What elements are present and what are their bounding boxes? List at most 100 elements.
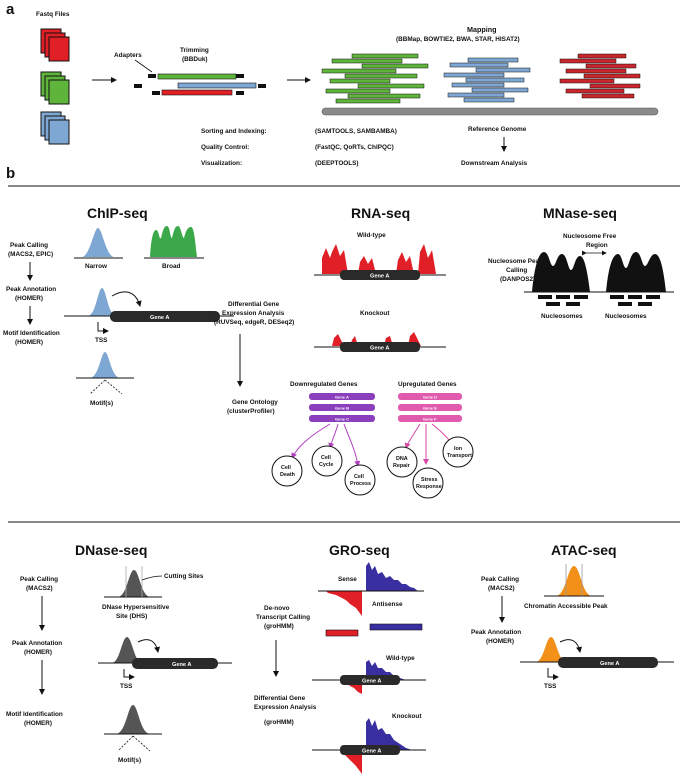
gro-ko-sense-reads [366, 718, 412, 750]
dnase-peak-annotation: Peak Annotation [12, 640, 62, 647]
narrow-label: Narrow [85, 263, 107, 270]
mnase-nucleosomes-2: Nucleosomes [605, 313, 647, 320]
dnase-motif-2: (HOMER) [24, 720, 52, 727]
chip-gene-box [110, 311, 220, 322]
mapped-reads-red [559, 53, 641, 99]
tool-label-1: Quality Control: [201, 144, 249, 151]
dnase-tss-arrow [123, 669, 135, 680]
atac-seq-section: ATAC-seq Peak Calling (MACS2) Peak Annot… [471, 542, 674, 690]
dnase-dhs-1: DNase Hypersensitive [102, 604, 170, 611]
mapping-tools: (BBMap, BOWTIE2, BWA, STAR, HISAT2) [396, 36, 520, 43]
gro-dge-1: Differential Gene [254, 695, 306, 702]
trimming-reads [134, 73, 266, 96]
reference-genome-bar [321, 107, 659, 116]
dnase-motif-label: Motif(s) [118, 757, 141, 764]
atac-gene-box [558, 657, 658, 668]
gro-denovo-3: (groHMM) [264, 623, 294, 630]
mapping-label: Mapping [467, 25, 497, 34]
rna-wt-gene-box [340, 270, 420, 280]
mapped-reads-green [321, 53, 429, 104]
gro-wt-gene-label: Gene A [362, 679, 381, 685]
rna-go-tools: (clusterProfiler) [227, 408, 275, 415]
gro-seq-title: GRO-seq [329, 542, 390, 558]
dnase-homer-1: (HOMER) [24, 649, 52, 656]
term-ion-transport-1: Ion [454, 446, 462, 452]
atac-homer: (HOMER) [486, 638, 514, 645]
up-term-arrow-0 [404, 423, 421, 449]
up-gene-label-2: Gene F [423, 417, 437, 422]
term-cell-cycle-1: Cell [321, 455, 331, 461]
mnase-nucleosomes-1: Nucleosomes [541, 313, 583, 320]
term-cell-cycle [311, 445, 343, 477]
rna-knockout-label: Knockout [360, 310, 390, 317]
term-dna-repair-1: DNA [396, 456, 408, 462]
down-gene-box-0 [309, 393, 375, 400]
mnase-free-region-1: Nucleosome Free [563, 233, 617, 240]
gro-dge-3: (groHMM) [264, 719, 294, 726]
gro-sense-reads [366, 562, 418, 591]
atac-peak-calling: Peak Calling [481, 576, 519, 583]
mnase-free-region-2: Region [586, 242, 608, 249]
dnase-motif-peak [116, 705, 150, 734]
down-gene-label-0: Gene A [335, 395, 349, 400]
gro-antisense-label: Antisense [372, 601, 403, 608]
atac-tss-arrow [547, 668, 559, 680]
rna-dge-line1: Differential Gene [228, 301, 280, 308]
down-gene-label-1: Gene B [335, 406, 349, 411]
chip-motif-dash-right [104, 379, 123, 395]
term-cell-cycle-2: Cycle [319, 462, 333, 468]
narrow-peak [82, 228, 114, 257]
chip-seq-title: ChIP-seq [87, 205, 148, 221]
mnase-right-peaks [606, 252, 666, 292]
down-gene-box-1 [309, 404, 375, 411]
atac-macs2: (MACS2) [488, 585, 515, 592]
dnase-motif-1: Motif Identification [6, 711, 63, 718]
mnase-peak-1: Nucleosome Peak [488, 258, 543, 265]
down-term-arrow-0 [291, 423, 331, 459]
rna-up-title: Upregulated Genes [398, 381, 457, 388]
dnase-peak-calling: Peak Calling [20, 576, 58, 583]
chip-motif-label: Motif(s) [90, 400, 113, 407]
term-cell-death [271, 455, 303, 487]
tool-label-0: Sorting and Indexing: [201, 128, 267, 135]
atac-curved-arrow [559, 639, 582, 653]
chip-annotation-peak [88, 288, 116, 316]
rna-wt-gene-label: Gene A [370, 274, 389, 280]
dnase-motif-dash-right [132, 735, 151, 752]
term-cell-death-2: Death [280, 472, 295, 478]
bbduk-label: (BBDuk) [182, 56, 208, 63]
chip-curved-arrow [111, 291, 142, 307]
chip-tss-arrow [97, 322, 109, 334]
chip-motif-peak [90, 352, 120, 378]
up-gene-box-2 [398, 415, 462, 422]
rna-seq-title: RNA-seq [351, 205, 410, 221]
term-cell-process [344, 464, 376, 496]
broad-label: Broad [162, 263, 181, 270]
broad-peak [150, 226, 197, 257]
term-cell-process-1: Cell [354, 474, 364, 480]
atac-peak-annotation: Peak Annotation [471, 629, 521, 636]
gro-denovo-2: Transcript Calling [256, 614, 310, 621]
gro-sense-label: Sense [338, 576, 357, 583]
term-dna-repair-2: Repair [393, 463, 411, 469]
dnase-gene-box [132, 658, 218, 669]
term-stress-response-1: Stress [421, 477, 437, 483]
gro-denovo-1: De-novo [264, 605, 290, 612]
term-cell-death-1: Cell [281, 465, 291, 471]
dnase-gene-label: Gene A [172, 662, 191, 668]
dnase-motif-dash-left [117, 735, 134, 752]
chip-homer-2: (HOMER) [15, 339, 43, 346]
gro-seq-section: GRO-seq Sense Antisense De-novo Transcri… [254, 542, 426, 774]
rna-wild-type-label: Wild-type [357, 232, 386, 239]
atac-accessible-label: Chromatin Accessible Peak [524, 603, 608, 610]
chip-peak-annotation: Peak Annotation [6, 286, 56, 293]
rna-dge-line2: Expression Analysis [222, 310, 285, 317]
mnase-seq-section: MNase-seq Nucleosome Free Region Nucleos… [488, 205, 674, 320]
atac-peak [556, 566, 592, 596]
term-dna-repair [386, 446, 418, 478]
nucleosome-bars [538, 295, 660, 306]
dnase-seq-section: DNase-seq Peak Calling (MACS2) Peak Anno… [6, 542, 232, 764]
chip-motif-identification: Motif Identification [3, 330, 60, 337]
gro-dge-2: Expression Analysis [254, 704, 317, 711]
